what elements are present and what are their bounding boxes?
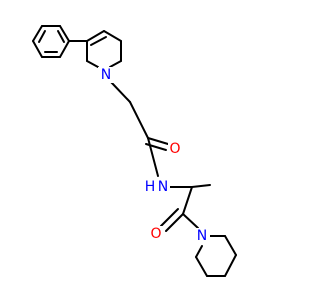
bond [86, 60, 99, 68]
bond-layer [32, 25, 237, 277]
bond [165, 213, 184, 232]
amide-hydrogen-label: H [145, 179, 156, 195]
bond [59, 40, 70, 58]
bond [182, 213, 199, 229]
piperidine-nitrogen-label: N [197, 228, 207, 244]
bond [191, 184, 211, 188]
bond [110, 81, 131, 103]
atom-label-layer: N O H N O N [98, 67, 210, 244]
bond [129, 101, 149, 139]
bond [160, 208, 179, 227]
atom-label-background [168, 141, 182, 157]
bond [147, 137, 169, 145]
atom-label-background [152, 179, 170, 195]
bond [32, 25, 43, 42]
amide-oxygen-label: O [169, 141, 180, 157]
atom-label-background [98, 67, 114, 83]
bond [224, 254, 237, 277]
bond [90, 36, 107, 46]
molecule-canvas: N O H N O N [32, 25, 237, 277]
bond [32, 40, 43, 58]
bond [224, 235, 237, 256]
piperidine-carbonyl-oxygen-label: O [150, 226, 161, 242]
bond [86, 30, 105, 42]
amide-nitrogen-label: N [158, 179, 168, 195]
bond [57, 30, 65, 43]
bond [103, 30, 122, 42]
atom-label-background [194, 228, 210, 244]
ring-nitrogen-label: N [101, 67, 111, 83]
bond [59, 25, 70, 42]
bond [109, 60, 122, 68]
bond [182, 186, 193, 215]
atom-label-background [148, 226, 164, 242]
bond [195, 245, 203, 258]
bond [147, 137, 159, 177]
bond [195, 256, 208, 277]
bond [38, 30, 46, 43]
structure-drawing: N O H N O N [32, 25, 237, 277]
